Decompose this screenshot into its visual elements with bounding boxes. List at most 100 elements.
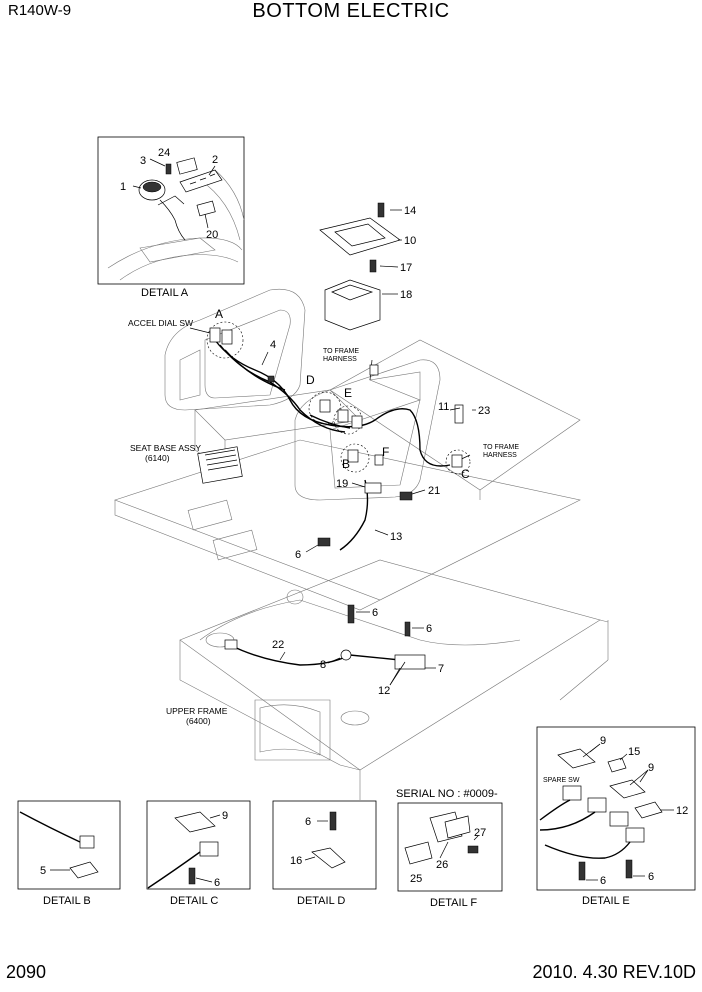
detail-e-connector-1	[562, 785, 582, 801]
callout-11: 11	[438, 401, 449, 413]
callout-c-6: 6	[214, 877, 220, 889]
relay-bracket-7	[394, 654, 426, 670]
callout-22: 22	[272, 639, 284, 651]
callout-d-16: 16	[290, 855, 302, 867]
detail-d-bolt	[329, 811, 337, 831]
right-console	[294, 359, 441, 501]
detail-e-bracket-lower	[609, 779, 646, 799]
seat-base-label: SEAT BASE ASSY	[130, 443, 201, 453]
ref-e: E	[344, 386, 352, 400]
callout-8: 8	[320, 659, 326, 671]
revision-date: 2010. 4.30 REV.10D	[532, 962, 696, 982]
detail-c-view: 9 6 DETAIL C	[146, 800, 251, 907]
detail-c-bolt	[188, 867, 196, 885]
callout-7: 7	[438, 663, 444, 675]
callout-e-9-b: 9	[648, 762, 654, 774]
detail-a-caption: DETAIL A	[141, 287, 189, 299]
callout-3: 3	[140, 155, 146, 167]
harness-label-2: HARNESS	[483, 452, 517, 459]
seat-base-code: (6140)	[145, 453, 170, 463]
upper-frame-label: UPPER FRAME	[166, 706, 228, 716]
switch-knob-part	[176, 157, 198, 175]
callout-20: 20	[206, 229, 218, 241]
detail-e-bolt-2	[625, 859, 633, 879]
bolt-6-mid	[347, 604, 355, 624]
detail-f-view: SERIAL NO : #0009- 27 26 25 DETAIL F	[396, 788, 503, 909]
model-number: R140W-9	[8, 2, 72, 19]
detail-b-connector	[79, 835, 95, 849]
detail-d-caption: DETAIL D	[297, 895, 345, 907]
detail-e-bolt-1	[578, 861, 586, 881]
callout-f-27: 27	[474, 827, 486, 839]
ref-f: F	[382, 445, 389, 459]
callout-2: 2	[212, 154, 218, 166]
page-number: 2090	[6, 962, 47, 982]
detail-a-frame	[97, 136, 245, 285]
callout-f-25: 25	[410, 873, 422, 885]
callout-c-9: 9	[222, 810, 228, 822]
detail-c-caption: DETAIL C	[170, 895, 218, 907]
callout-13: 13	[390, 531, 402, 543]
bolt-21	[399, 491, 413, 501]
bolt-6-right	[404, 621, 411, 637]
detail-f-frame	[397, 802, 503, 892]
ref-c: C	[461, 467, 470, 481]
spare-sw-label: SPARE SW	[543, 777, 580, 784]
detail-b-caption: DETAIL B	[43, 895, 91, 907]
callout-24: 24	[158, 147, 170, 159]
detail-b-bracket	[69, 861, 99, 879]
detail-c-bracket	[174, 811, 216, 833]
callout-12: 12	[378, 685, 390, 697]
detail-e-connector-2	[587, 797, 607, 813]
callout-10: 10	[404, 235, 416, 247]
detail-a-view: 24 3 2 1 20 DETAIL A	[97, 136, 245, 299]
callout-f-26: 26	[436, 859, 448, 871]
detail-f-screw	[467, 845, 479, 854]
accel-dial-connector	[209, 327, 221, 343]
callout-e-15: 15	[628, 746, 640, 758]
to-frame-label-1: TO FRAME	[323, 348, 359, 355]
callout-19: 19	[336, 478, 348, 490]
upper-frame-code: (6400)	[186, 716, 211, 726]
bolt-6-left	[317, 537, 331, 547]
switch-plate-part	[179, 169, 223, 193]
detail-e-clip-15	[607, 757, 627, 773]
detail-e-bracket-upper	[557, 748, 596, 769]
callout-6-b: 6	[372, 607, 378, 619]
harness-label-1: HARNESS	[323, 356, 357, 363]
callout-6-a: 6	[295, 549, 301, 561]
main-assembly: 14 10 17 18 4 11 23 21 19 13 6 6 6 22 8 …	[114, 202, 609, 800]
detail-d-bracket	[311, 847, 346, 869]
callout-1: 1	[120, 181, 126, 193]
callout-18: 18	[400, 289, 412, 301]
detail-b-frame	[17, 800, 121, 890]
detail-c-connector	[199, 841, 219, 857]
detail-e-connector-3	[609, 811, 629, 827]
detail-f-caption: DETAIL F	[430, 897, 477, 909]
ref-b: B	[342, 457, 350, 471]
detail-e-relay-12	[634, 801, 663, 819]
accel-dial-label: ACCEL DIAL SW	[128, 318, 193, 328]
detail-e-caption: DETAIL E	[582, 895, 630, 907]
callout-b-5: 5	[40, 865, 46, 877]
callout-14: 14	[404, 205, 416, 217]
callout-e-6-b: 6	[648, 871, 654, 883]
callout-4: 4	[270, 339, 276, 351]
detail-e-frame	[536, 726, 696, 891]
detail-c-frame	[146, 800, 251, 890]
to-frame-label-2: TO FRAME	[483, 444, 519, 451]
grommet-8	[340, 649, 352, 661]
ref-a: A	[215, 307, 223, 321]
detail-e-view: SPARE SW 9 15 9 12 6 6 DETAIL E	[536, 726, 696, 907]
boot-18	[324, 279, 381, 331]
detail-d-view: 6 16 DETAIL D	[272, 800, 377, 907]
left-console	[164, 288, 306, 411]
bolt-17	[369, 259, 377, 273]
serial-no-label: SERIAL NO : #0009-	[396, 788, 498, 800]
callout-e-12: 12	[676, 805, 688, 817]
ref-d: D	[306, 373, 315, 387]
callout-23: 23	[478, 405, 490, 417]
switch-23	[454, 404, 464, 424]
bolt-14	[377, 202, 385, 218]
